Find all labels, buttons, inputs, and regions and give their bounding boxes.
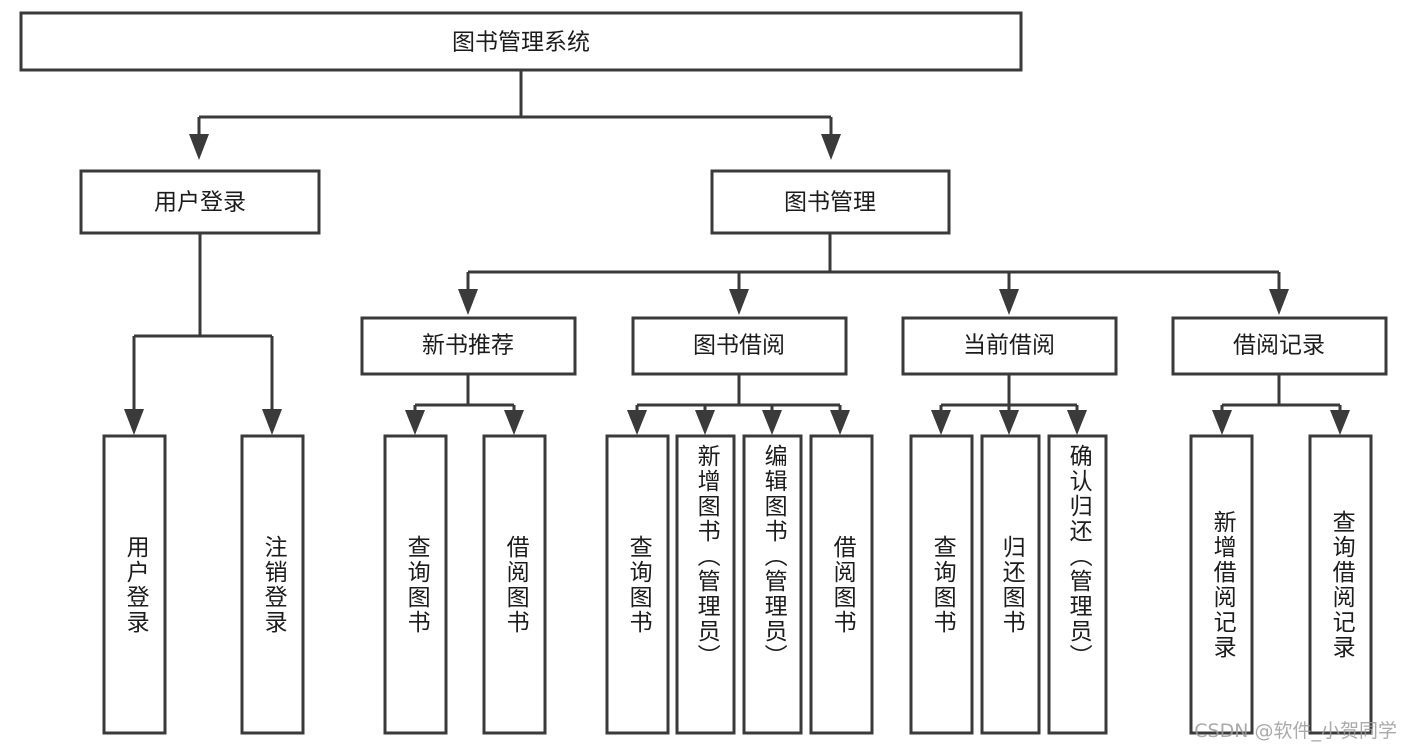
arrowhead-book-borrow xyxy=(729,289,749,315)
leaf-box-edit-book[interactable] xyxy=(742,434,803,735)
leaf-box-logout-login[interactable] xyxy=(240,434,305,735)
arrowhead-current-borrow xyxy=(999,289,1019,315)
csdn-watermark: CSDN @软件_小贺同学 xyxy=(1194,720,1397,742)
leaf-box-add-record[interactable] xyxy=(1189,434,1254,735)
node-root-label: 图书管理系统 xyxy=(452,30,590,56)
arrowhead-leaf-confirm-return xyxy=(1067,410,1087,435)
arrowhead-book-management xyxy=(821,134,841,160)
arrowhead-user-login xyxy=(189,134,209,160)
arrowhead-leaf-user-login xyxy=(124,409,144,435)
leaf-box-borrow-book-1[interactable] xyxy=(482,434,547,735)
leaf-box-query-book-1[interactable] xyxy=(383,434,448,735)
node-book-borrow-label: 图书借阅 xyxy=(693,333,785,359)
node-new-book-recommend-label: 新书推荐 xyxy=(422,333,514,359)
arrowhead-borrow-record xyxy=(1269,289,1289,315)
node-current-borrow-box[interactable] xyxy=(901,316,1118,376)
arrowhead-leaf-borrow-book-1 xyxy=(504,410,524,435)
arrowhead-leaf-logout-login xyxy=(262,409,282,435)
leaf-box-confirm-return[interactable] xyxy=(1047,434,1108,735)
leaf-box-borrow-book-2[interactable] xyxy=(809,434,874,735)
node-book-borrow-box[interactable] xyxy=(631,316,848,376)
arrowhead-leaf-query-book-2 xyxy=(627,410,647,435)
node-new-book-recommend-box[interactable] xyxy=(360,316,577,376)
node-root-box[interactable] xyxy=(19,11,1023,72)
arrowhead-leaf-query-record xyxy=(1330,410,1350,435)
node-book-management-box[interactable] xyxy=(710,169,951,235)
arrowhead-leaf-return-book xyxy=(999,410,1019,435)
leaf-box-query-record[interactable] xyxy=(1308,434,1373,735)
node-borrow-record-label: 借阅记录 xyxy=(1233,333,1325,359)
leaf-box-user-login[interactable] xyxy=(102,434,167,735)
arrowhead-leaf-query-book-1 xyxy=(405,410,425,435)
arrowhead-leaf-edit-book xyxy=(762,410,782,435)
arrowhead-leaf-query-book-3 xyxy=(931,410,951,435)
leaf-box-return-book[interactable] xyxy=(980,434,1041,735)
node-current-borrow-label: 当前借阅 xyxy=(963,333,1055,359)
leaf-box-query-book-3[interactable] xyxy=(909,434,974,735)
node-book-management-label: 图书管理 xyxy=(784,190,876,216)
node-user-login-label: 用户登录 xyxy=(154,190,246,216)
arrowhead-leaf-borrow-book-2 xyxy=(830,410,850,435)
node-borrow-record-box[interactable] xyxy=(1171,316,1388,376)
arrowhead-new-book-recommend xyxy=(458,289,478,315)
leaf-box-query-book-2[interactable] xyxy=(605,434,670,735)
arrowhead-leaf-add-record xyxy=(1212,410,1232,435)
leaf-box-add-book[interactable] xyxy=(675,434,736,735)
arrowhead-leaf-add-book xyxy=(695,410,715,435)
